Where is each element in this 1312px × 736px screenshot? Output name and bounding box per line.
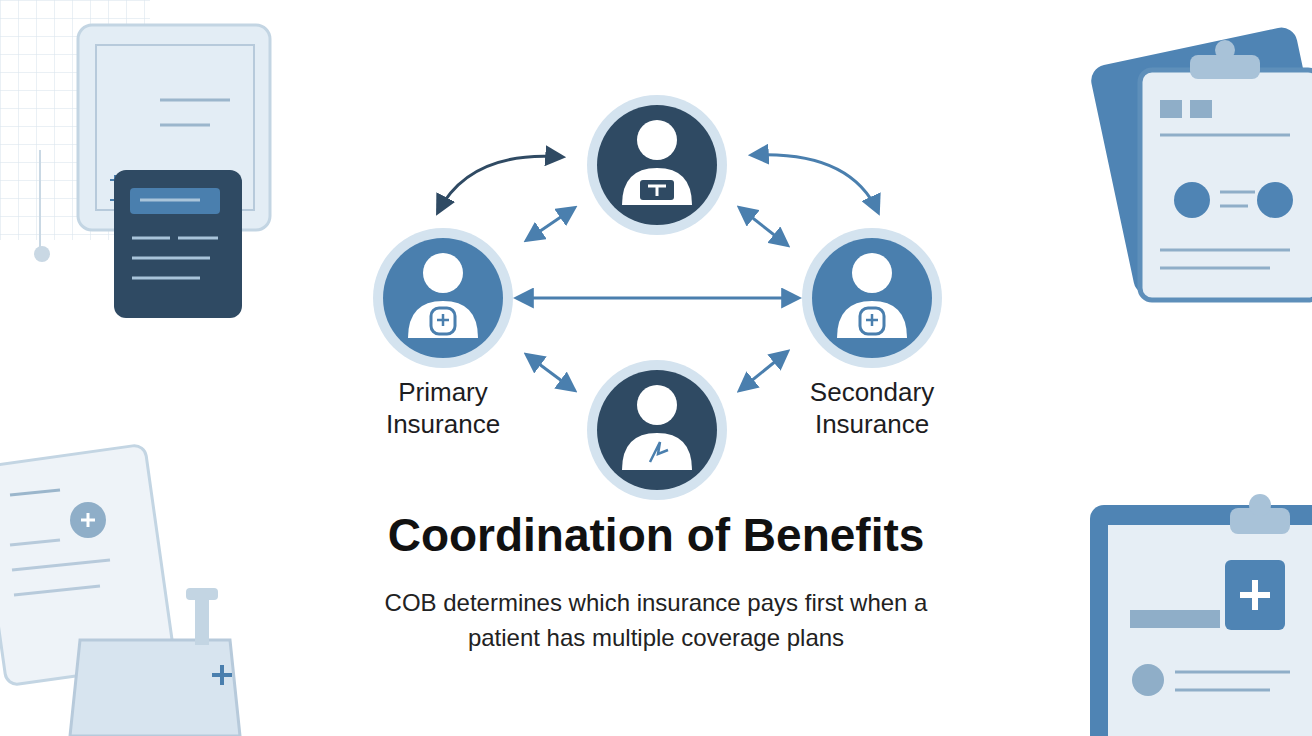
- party-circle: [587, 95, 727, 235]
- insurance-node: Secondary Insurance: [782, 228, 962, 440]
- diagram-title: Coordination of Benefits: [0, 508, 1312, 562]
- node-label: Secondary Insurance: [782, 376, 962, 440]
- insurance-circle: [802, 228, 942, 368]
- corner-clipboards: [1088, 25, 1312, 300]
- corner-documents: [0, 0, 270, 318]
- corner-clipboard: [1090, 494, 1312, 736]
- corner-document-kit: [0, 444, 240, 736]
- party-circle: [587, 360, 727, 500]
- node-label: Primary Insurance: [353, 376, 533, 440]
- diagram-caption: COB determines which insurance pays firs…: [376, 585, 936, 655]
- insurance-node: Primary Insurance: [353, 228, 533, 440]
- insurance-circle: [373, 228, 513, 368]
- connector-arrow: [517, 297, 798, 300]
